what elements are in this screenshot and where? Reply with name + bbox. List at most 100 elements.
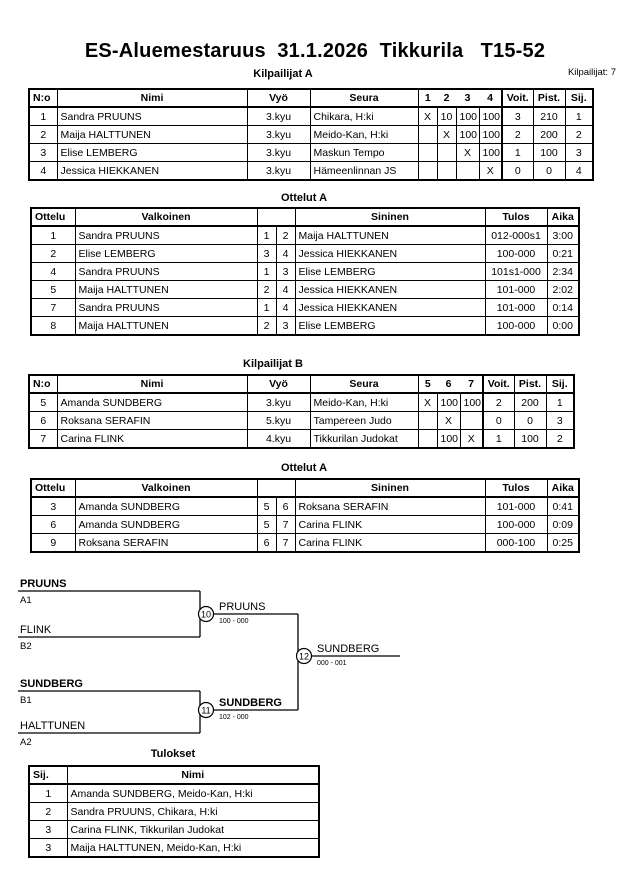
result-rank: 3 bbox=[28, 820, 68, 839]
col-match: Ottelu bbox=[30, 207, 76, 227]
bracket-match-10-circle bbox=[197, 605, 215, 623]
col-no: N:o bbox=[28, 374, 58, 394]
competitor-club: Tikkurilan Judokat bbox=[309, 429, 419, 449]
col-points: Pist. bbox=[532, 88, 566, 108]
blue-competitor-number: 7 bbox=[275, 515, 296, 534]
bracket-match-10-score: 100 - 000 bbox=[219, 618, 249, 625]
bracket-match-11-number: 11 bbox=[201, 706, 210, 716]
match-number: 8 bbox=[30, 316, 76, 336]
blue-competitor: Jessica HIEKKANEN bbox=[294, 244, 486, 263]
col-round-6: 6 bbox=[437, 374, 460, 394]
competitor-number: 3 bbox=[28, 143, 58, 162]
competitor-name: Sandra PRUUNS bbox=[56, 106, 248, 126]
result-cell-3: X bbox=[459, 429, 484, 449]
blue-competitor-number: 2 bbox=[275, 225, 296, 245]
white-competitor-number: 5 bbox=[256, 515, 277, 534]
pool-a-table: N:o Nimi Vyö Seura 1 2 3 4 Voit. Pist. S… bbox=[28, 88, 594, 181]
col-name: Nimi bbox=[66, 765, 320, 785]
col-round-5: 5 bbox=[418, 374, 437, 394]
white-competitor-number: 5 bbox=[256, 496, 277, 516]
result-cell-3 bbox=[459, 411, 484, 430]
col-rank: Sij. bbox=[564, 88, 594, 108]
result-name: Sandra PRUUNS, Chikara, H:ki bbox=[66, 802, 320, 821]
match-result: 101s1-000 bbox=[484, 262, 548, 281]
col-wins: Voit. bbox=[482, 374, 515, 394]
match-result: 000-100 bbox=[484, 533, 548, 553]
col-round-3: 3 bbox=[456, 88, 479, 108]
match-number: 3 bbox=[30, 496, 76, 516]
competitor-belt: 3.kyu bbox=[246, 125, 311, 144]
rank-cell: 2 bbox=[564, 125, 594, 144]
competitor-club: Hämeenlinnan JS bbox=[309, 161, 419, 181]
col-round-7: 7 bbox=[460, 374, 483, 394]
match-time: 0:14 bbox=[546, 298, 580, 317]
bracket-entry-3-name: SUNDBERG bbox=[20, 678, 83, 690]
competitor-club: Tampereen Judo bbox=[309, 411, 419, 430]
col-wins: Voit. bbox=[501, 88, 534, 108]
result-cell-1 bbox=[417, 429, 438, 449]
col-time: Aika bbox=[546, 207, 580, 227]
result-cell-3 bbox=[455, 161, 480, 181]
col-match: Ottelu bbox=[30, 478, 76, 498]
result-cell-2: X bbox=[436, 411, 461, 430]
blue-competitor: Carina FLINK bbox=[294, 533, 486, 553]
result-cell-3: 100 bbox=[459, 392, 484, 412]
result-cell-3: 100 bbox=[455, 106, 480, 126]
points-cell: 0 bbox=[513, 411, 547, 430]
match-time: 0:21 bbox=[546, 244, 580, 263]
blue-competitor: Roksana SERAFIN bbox=[294, 496, 486, 516]
blue-competitor-number: 7 bbox=[275, 533, 296, 553]
page-title: ES-Aluemestaruus 31.1.2026 Tikkurila T15… bbox=[84, 40, 546, 62]
result-cell-4: 100 bbox=[478, 143, 503, 162]
blue-competitor: Elise LEMBERG bbox=[294, 262, 486, 281]
white-competitor: Amanda SUNDBERG bbox=[74, 496, 258, 516]
bracket-match-11-score: 102 - 000 bbox=[219, 714, 249, 721]
result-rank: 3 bbox=[28, 838, 68, 858]
result-cell-1 bbox=[417, 125, 438, 144]
pool-b-header-row: N:o Nimi Vyö Seura 5 6 7 Voit. Pist. Sij… bbox=[28, 374, 575, 394]
result-cell-4: 100 bbox=[478, 106, 503, 126]
match-result: 012-000s1 bbox=[484, 225, 548, 245]
col-blue-no bbox=[276, 478, 295, 498]
col-round-1: 1 bbox=[418, 88, 437, 108]
competitor-number: 1 bbox=[28, 106, 58, 126]
bracket-entry-1-seed: A1 bbox=[20, 595, 32, 606]
col-belt: Vyö bbox=[246, 88, 311, 108]
bracket-match-11-circle bbox=[197, 701, 215, 719]
match-time: 0:09 bbox=[546, 515, 580, 534]
competitor-club: Meido-Kan, H:ki bbox=[309, 392, 419, 412]
match-result: 101-000 bbox=[484, 298, 548, 317]
result-cell-1 bbox=[417, 143, 438, 162]
matches-b-header-row: Ottelu Valkoinen Sininen Tulos Aika bbox=[30, 478, 580, 498]
wins-cell: 1 bbox=[501, 143, 534, 162]
blue-competitor: Elise LEMBERG bbox=[294, 316, 486, 336]
competitor-name: Roksana SERAFIN bbox=[56, 411, 248, 430]
result-cell-2: 100 bbox=[436, 429, 461, 449]
match-number: 6 bbox=[30, 515, 76, 534]
competitor-belt: 4.kyu bbox=[246, 429, 311, 449]
points-cell: 210 bbox=[532, 106, 566, 126]
bracket-match-11-winner: SUNDBERG bbox=[219, 697, 282, 709]
result-cell-1 bbox=[417, 411, 438, 430]
col-blue-no bbox=[276, 207, 295, 227]
result-cell-2: 100 bbox=[436, 392, 461, 412]
col-rank: Sij. bbox=[28, 765, 68, 785]
competitor-name: Carina FLINK bbox=[56, 429, 248, 449]
competitor-club: Meido-Kan, H:ki bbox=[309, 125, 419, 144]
col-blue: Sininen bbox=[294, 478, 486, 498]
white-competitor: Elise LEMBERG bbox=[74, 244, 258, 263]
match-time: 0:41 bbox=[546, 496, 580, 516]
